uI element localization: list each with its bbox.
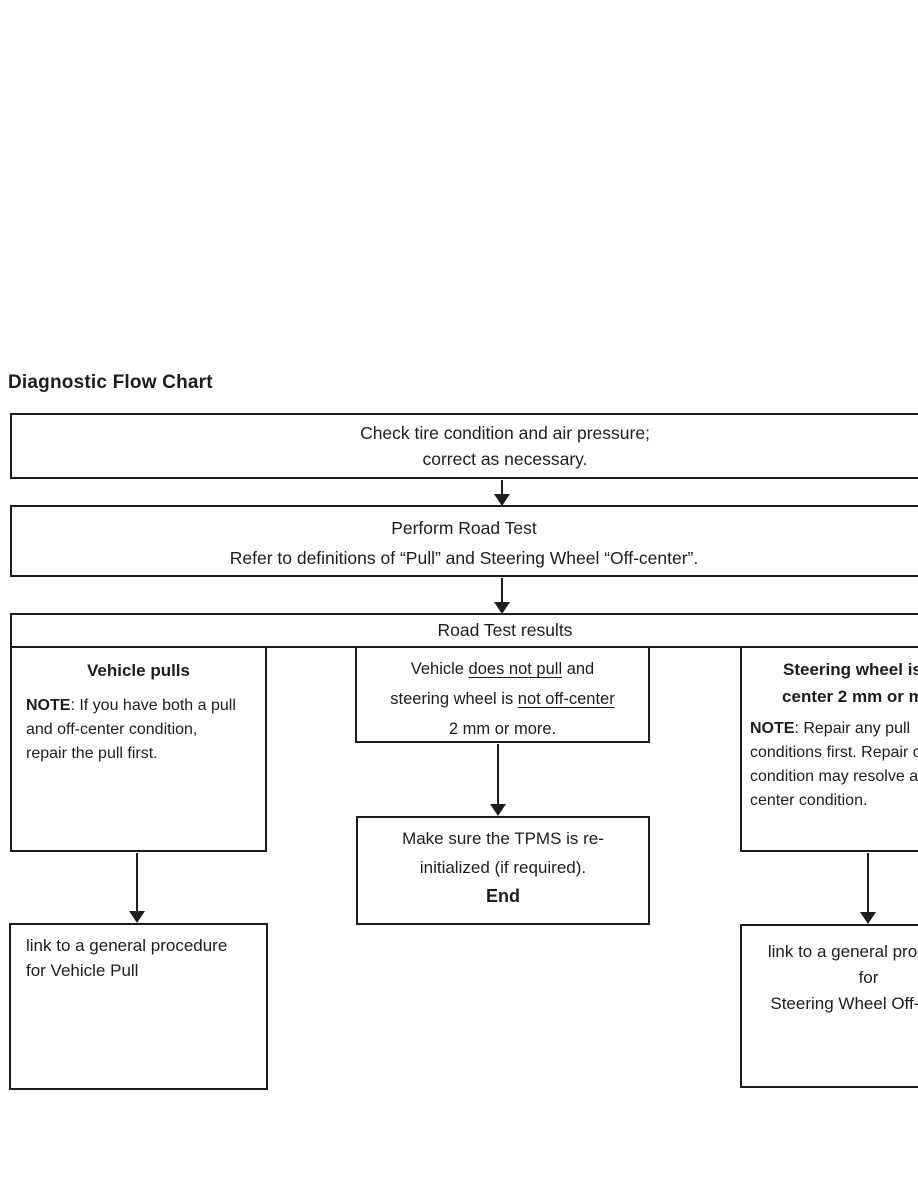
off-center-box: Steering wheel is off- center 2 mm or mo… [740,646,918,852]
vehicle-pulls-heading: Vehicle pulls [87,661,190,680]
underlined-text: does not pull [468,660,563,678]
text: steering wheel is [390,690,518,708]
off-center-note: NOTE: Repair any pull conditions first. … [750,717,918,813]
note-line: and off-center condition, [26,721,198,738]
road-test-text: Perform Road Test Refer to definitions o… [12,507,916,573]
arrow-head-icon [129,911,145,923]
arrow-shaft [497,744,499,806]
tpms-line2: initialized (if required). [419,858,587,877]
link-off-center-box: link to a general procedure for Steering… [740,924,918,1088]
road-test-line2: Refer to definitions of “Pull” and Steer… [229,548,699,568]
underlined-text: not off-center [517,690,615,708]
note-text: : If you have both a pull [70,697,236,714]
end-label: End [486,886,520,906]
off-center-heading-line1: Steering wheel is off- [783,660,918,679]
text: Vehicle [410,660,469,678]
link-vehicle-pull-box: link to a general procedure for Vehicle … [9,923,268,1090]
road-test-box: Perform Road Test Refer to definitions o… [10,505,918,577]
arrow-head-icon [494,602,510,614]
check-tires-line1: Check tire condition and air pressure; [360,423,650,443]
arrow-check-to-roadtest [494,480,510,506]
note-text: : Repair any pull [794,720,911,737]
link-vehicle-pull-line1: link to a general procedure [26,936,228,955]
link-vehicle-pull-line2: for Vehicle Pull [26,961,139,980]
arrow-head-icon [494,494,510,506]
no-pull-line2: steering wheel is not off-center [357,684,648,714]
arrow-nopull-to-tpms [490,744,506,816]
arrow-head-icon [490,804,506,816]
no-pull-box: Vehicle does not pull and steering wheel… [355,646,650,743]
note-line: repair the pull first. [26,745,158,762]
arrow-shaft [867,853,869,914]
link-off-center-line1: link to a general procedure [767,942,918,961]
vehicle-pulls-box: Vehicle pulls NOTE: If you have both a p… [10,646,267,852]
no-pull-line3: 2 mm or more. [448,720,557,738]
no-pull-line1: Vehicle does not pull and [357,654,648,684]
vehicle-pulls-note: NOTE: If you have both a pull and off-ce… [26,694,259,766]
arrow-shaft [501,480,503,496]
note-label: NOTE [26,697,71,714]
off-center-heading: Steering wheel is off- center 2 mm or mo… [742,656,918,710]
page-title: Diagnostic Flow Chart [8,372,213,393]
text: and [562,660,595,678]
note-label: NOTE [750,720,795,737]
road-test-results-header: Road Test results [10,613,918,648]
off-center-heading-line2: center 2 mm or more. [782,687,918,706]
note-line: condition may resolve an off- [750,768,918,785]
check-tires-line2: correct as necessary. [422,449,588,469]
note-line: NOTE: If you have both a pull [26,694,259,718]
arrow-roadtest-to-results [494,578,510,614]
arrow-offcenter-to-link [860,853,876,924]
link-off-center-line2: for [858,968,879,987]
arrow-pulls-to-link [129,853,145,923]
tpms-end-box: Make sure the TPMS is re- initialized (i… [356,816,650,925]
check-tires-box: Check tire condition and air pressure; c… [10,413,918,479]
link-off-center-line3: Steering Wheel Off-center [770,994,918,1013]
arrow-shaft [136,853,138,913]
note-line: center condition. [750,792,868,809]
note-line: conditions first. Repair of a pull [750,744,918,761]
arrow-head-icon [860,912,876,924]
arrow-shaft [501,578,503,604]
tpms-line1: Make sure the TPMS is re- [402,829,604,848]
note-line: NOTE: Repair any pull [750,717,918,741]
road-test-line1: Perform Road Test [391,518,537,538]
